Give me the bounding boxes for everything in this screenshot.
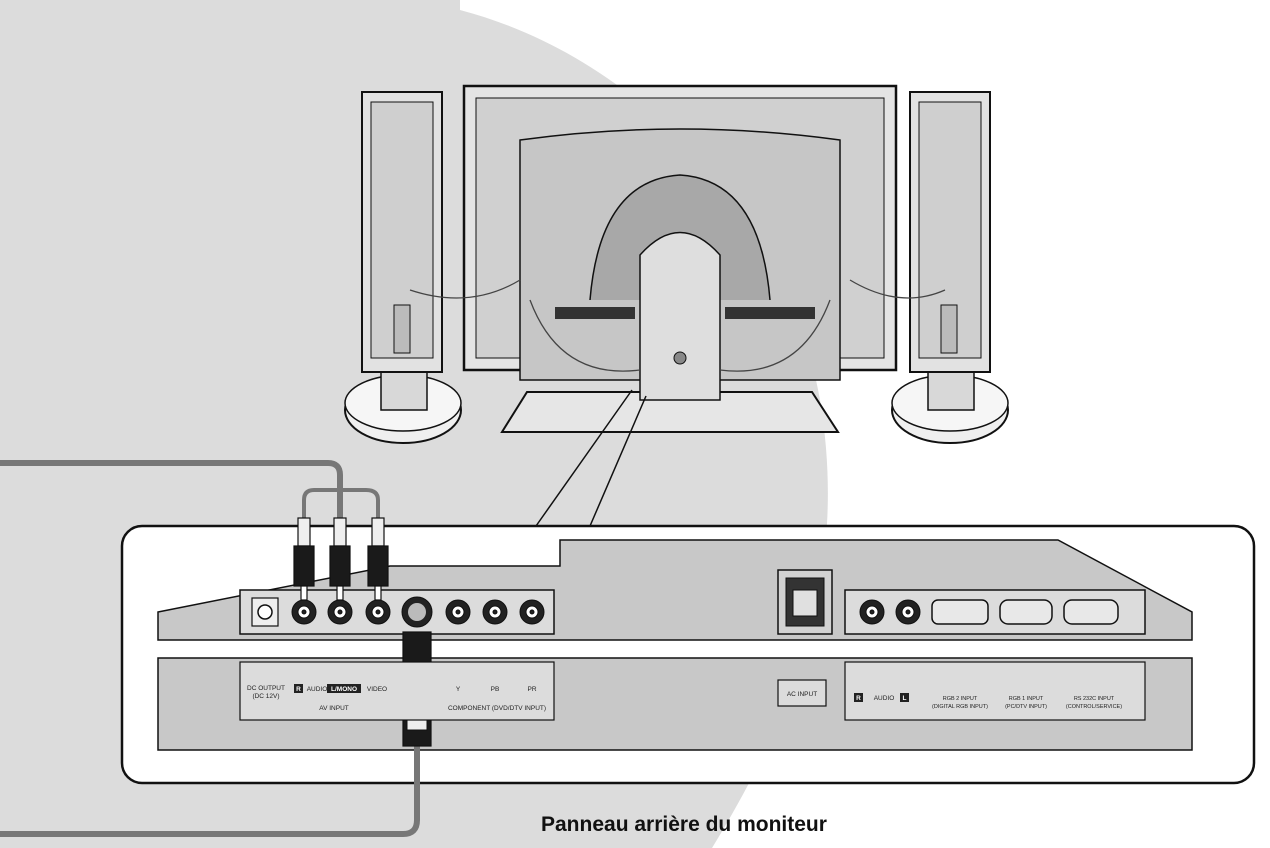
ac-input-label: AC INPUT xyxy=(787,691,817,698)
callout-lines xyxy=(535,389,647,527)
left-label-block xyxy=(239,661,555,721)
pr-label: PR xyxy=(527,686,536,693)
audio-right-label: AUDIO xyxy=(874,695,895,702)
rs232-label: RS 232C INPUT xyxy=(1074,696,1115,702)
rgb2-sub-label: (DIGITAL RGB INPUT) xyxy=(932,704,988,710)
dc-output-sub-label: (DC 12V) xyxy=(252,693,279,700)
dc-output-label: DC OUTPUT xyxy=(247,685,285,692)
rs232-connector xyxy=(1063,599,1119,625)
dc-jack-hole xyxy=(257,604,273,620)
l-badge-right-box xyxy=(900,693,909,702)
av-cable xyxy=(0,460,343,520)
pb-label: PB xyxy=(491,686,500,693)
y-label: Y xyxy=(456,686,461,693)
l-badge-right-label: L xyxy=(903,695,907,702)
rs232-sub-label: (CONTROL/SERVICE) xyxy=(1066,704,1122,710)
s-video-cable xyxy=(0,745,420,837)
av-jacks xyxy=(291,599,391,625)
right-audio-jacks xyxy=(859,599,921,625)
l-mono-badge-box xyxy=(327,684,361,693)
component-jacks xyxy=(445,599,545,625)
r-badge-right-label: R xyxy=(856,695,861,702)
monitor xyxy=(409,84,946,433)
right-jack-block xyxy=(844,589,1146,635)
r-badge-label: R xyxy=(296,686,301,693)
right-label-block xyxy=(844,661,1146,721)
av-cable-branch xyxy=(302,488,380,520)
s-video-jack-inner xyxy=(408,603,426,621)
audio-label: AUDIO xyxy=(307,686,328,693)
video-label: VIDEO xyxy=(367,686,387,693)
rgb2-label: RGB 2 INPUT xyxy=(943,696,978,702)
r-badge-box xyxy=(294,684,303,693)
r-badge-right-box xyxy=(854,693,863,702)
diagram-caption: Panneau arrière du moniteur xyxy=(541,813,827,836)
rca-plugs xyxy=(293,517,389,601)
left-speaker xyxy=(344,91,462,444)
l-mono-label: L/MONO xyxy=(331,686,357,693)
dvi-connector xyxy=(931,599,989,625)
rgb1-sub-label: (PC/DTV INPUT) xyxy=(1005,704,1047,710)
rgb1-label: RGB 1 INPUT xyxy=(1009,696,1044,702)
right-speaker xyxy=(891,91,1009,444)
component-label: COMPONENT (DVD/DTV INPUT) xyxy=(448,705,546,712)
vga-connector xyxy=(999,599,1053,625)
av-input-label: AV INPUT xyxy=(319,705,349,712)
ac-input-box xyxy=(777,679,827,707)
ac-socket-pins xyxy=(792,589,818,617)
